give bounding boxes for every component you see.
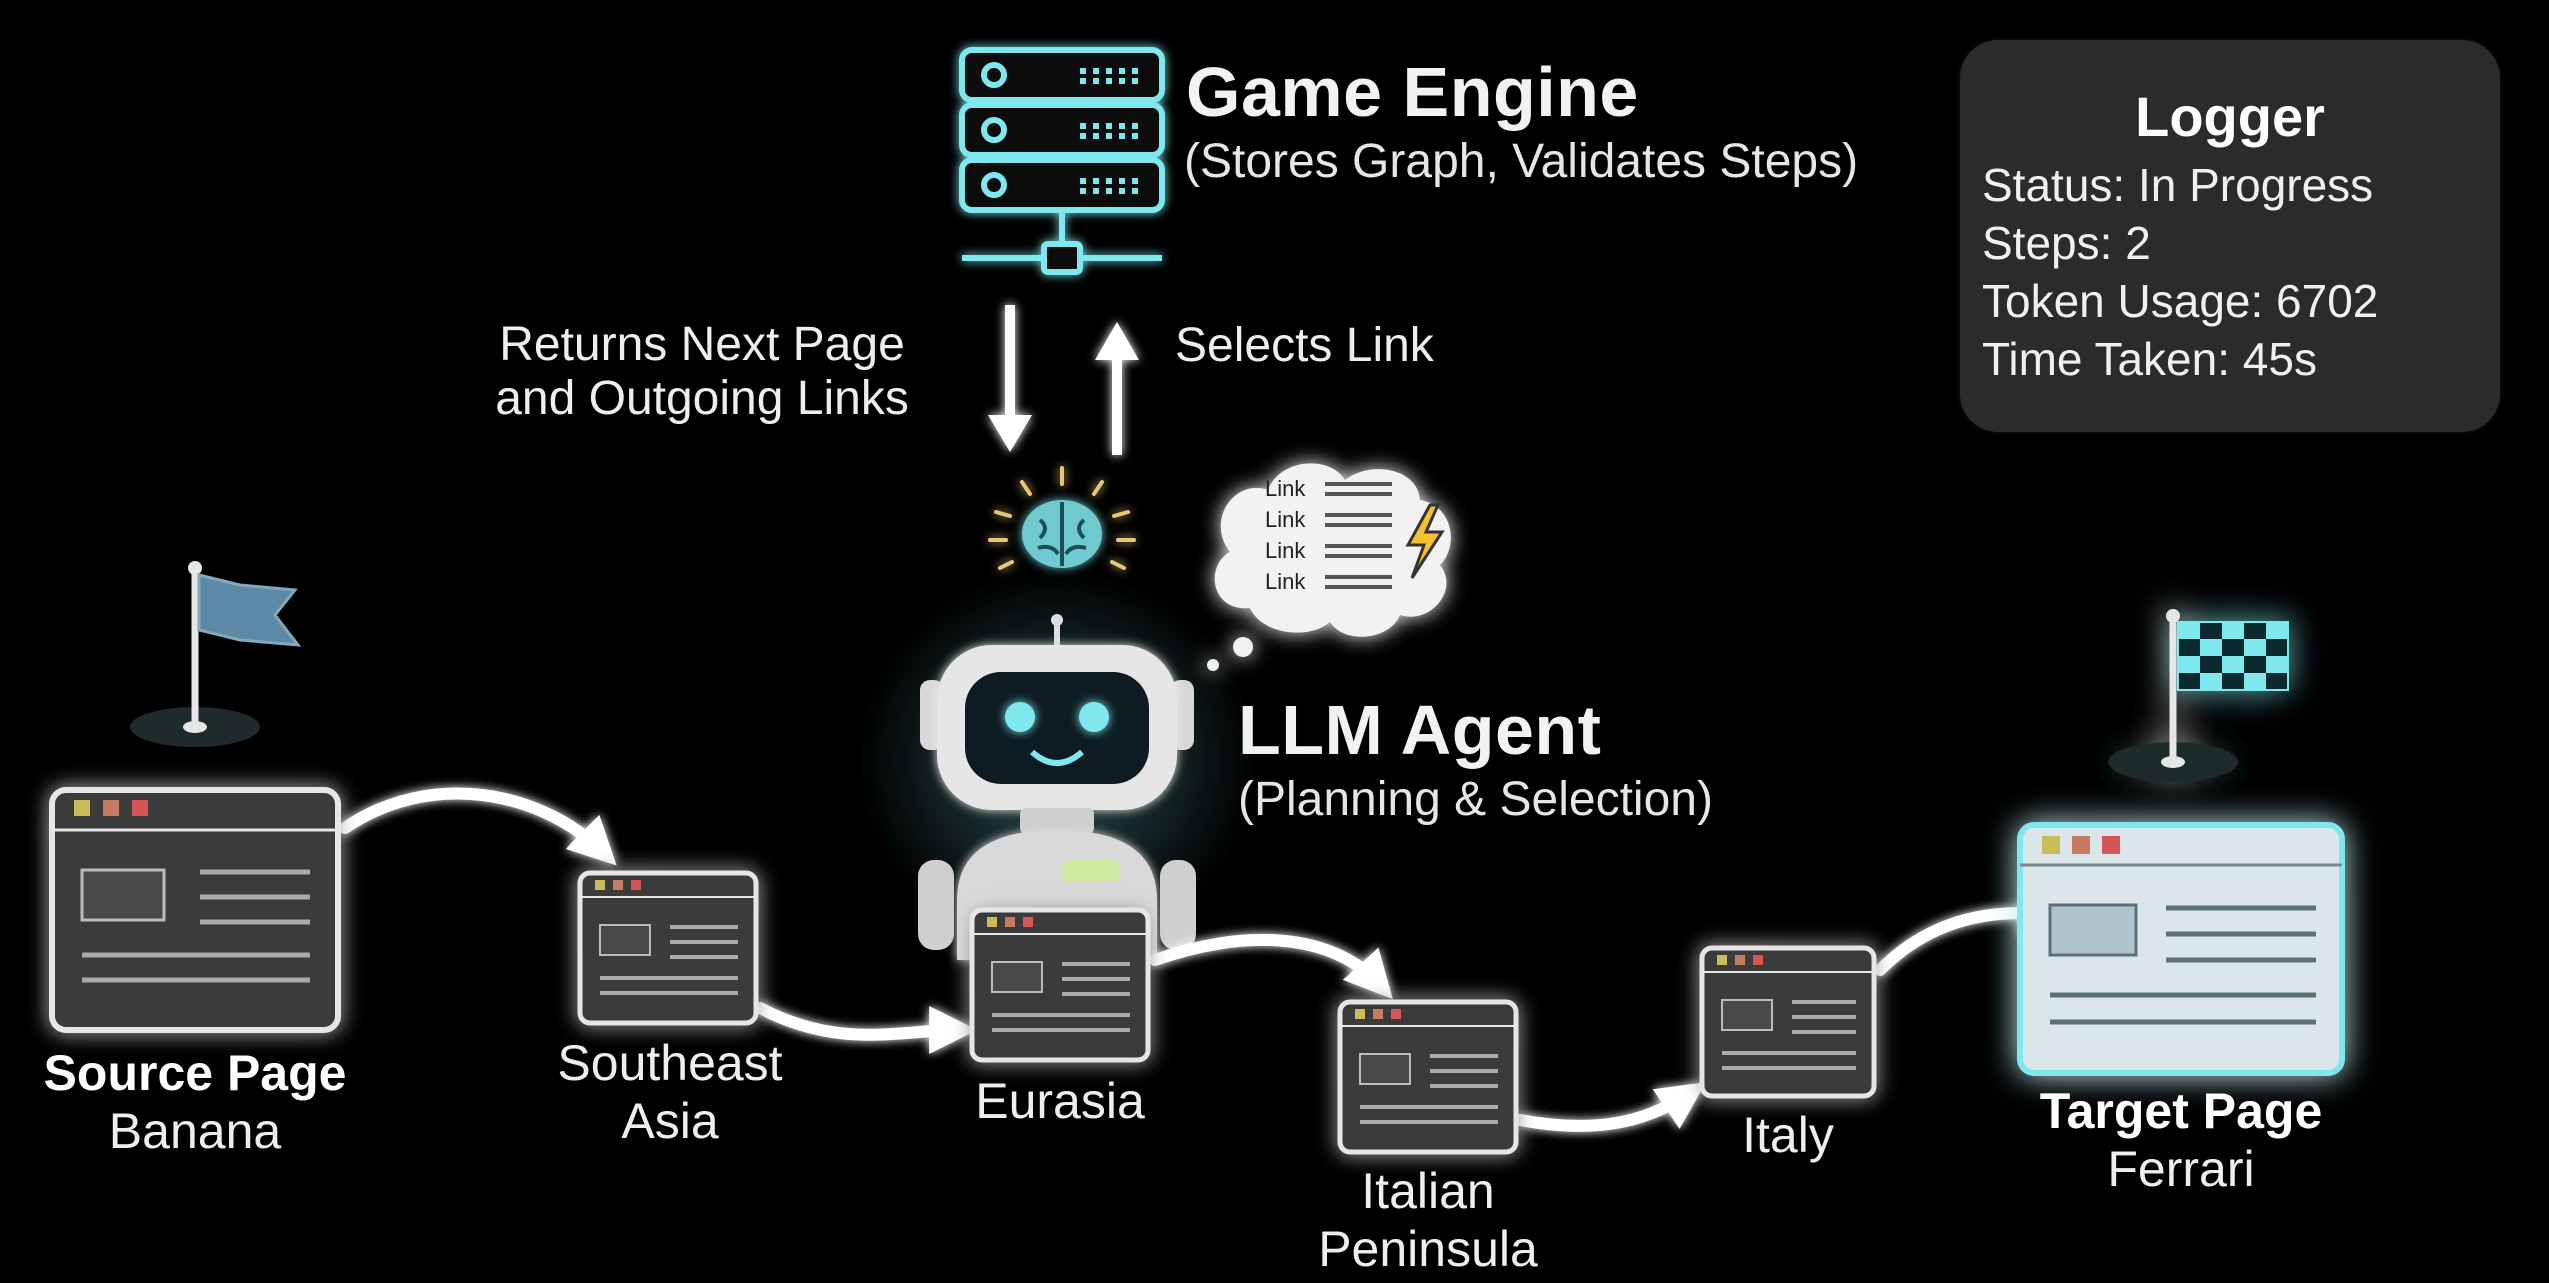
start-flag-icon bbox=[130, 561, 302, 747]
target-page-label: Target Page Ferrari bbox=[2006, 1082, 2356, 1198]
link-word-4: Link bbox=[1265, 569, 1306, 594]
italy-page-window bbox=[1699, 945, 1877, 1099]
brain-icon bbox=[988, 466, 1136, 570]
southeast-asia-line1: Southeast bbox=[557, 1035, 783, 1091]
arrow-italian-peninsula-to-italy bbox=[1514, 1082, 1706, 1132]
italy-line1: Italy bbox=[1742, 1107, 1834, 1163]
down-arrow bbox=[988, 305, 1032, 452]
italian-peninsula-line1: Italian bbox=[1361, 1163, 1495, 1219]
logger-status: Status: In Progress bbox=[1982, 159, 2374, 211]
target-page-heading: Target Page bbox=[2039, 1083, 2323, 1139]
up-arrow bbox=[1095, 322, 1139, 455]
lightning-icon bbox=[1405, 503, 1445, 579]
returns-label-line1: Returns Next Page bbox=[499, 318, 905, 371]
link-word-2: Link bbox=[1265, 507, 1306, 532]
target-page-window bbox=[2017, 822, 2345, 1076]
source-page-window bbox=[49, 787, 341, 1033]
arrow-southeast-asia-to-eurasia bbox=[754, 1002, 978, 1055]
selects-link-label: Selects Link bbox=[1175, 319, 1434, 372]
llm-agent-subtitle: (Planning & Selection) bbox=[1238, 773, 1713, 826]
robot-icon bbox=[857, 570, 1257, 960]
link-word-1: Link bbox=[1265, 476, 1306, 501]
source-page-name: Banana bbox=[108, 1103, 282, 1159]
eurasia-page-window bbox=[969, 907, 1151, 1063]
arrow-source-to-southeast-asia bbox=[339, 787, 617, 866]
finish-flag-icon bbox=[2108, 609, 2289, 782]
target-page-name: Ferrari bbox=[2107, 1141, 2255, 1197]
path-arrows bbox=[339, 787, 2070, 1132]
italian-peninsula-page-window bbox=[1337, 999, 1519, 1155]
eurasia-line1: Eurasia bbox=[975, 1073, 1145, 1129]
returns-label-line2: and Outgoing Links bbox=[495, 372, 909, 425]
eurasia-label: Eurasia bbox=[890, 1072, 1230, 1130]
llm-agent-title: LLM Agent bbox=[1238, 691, 1602, 769]
link-list: Link Link Link Link bbox=[1265, 476, 1445, 594]
southeast-asia-line2: Asia bbox=[621, 1093, 719, 1149]
logger-token-usage: Token Usage: 6702 bbox=[1982, 275, 2379, 327]
italian-peninsula-line2: Peninsula bbox=[1318, 1221, 1538, 1277]
returns-next-page-label: Returns Next Page and Outgoing Links bbox=[452, 318, 952, 426]
arrow-eurasia-to-italian-peninsula bbox=[1149, 933, 1393, 1000]
logger-steps: Steps: 2 bbox=[1982, 217, 2151, 269]
source-page-heading: Source Page bbox=[43, 1045, 347, 1101]
italian-peninsula-label: Italian Peninsula bbox=[1258, 1162, 1598, 1278]
game-engine-title: Game Engine bbox=[1186, 53, 1639, 131]
logger-time-taken: Time Taken: 45s bbox=[1982, 333, 2317, 385]
logger-title: Logger bbox=[2135, 85, 2325, 148]
southeast-asia-label: Southeast Asia bbox=[500, 1034, 840, 1150]
game-engine-subtitle: (Stores Graph, Validates Steps) bbox=[1184, 135, 1859, 188]
southeast-asia-page-window bbox=[577, 870, 759, 1026]
link-word-3: Link bbox=[1265, 538, 1306, 563]
server-icon bbox=[959, 47, 1165, 275]
italy-label: Italy bbox=[1618, 1106, 1958, 1164]
source-page-label: Source Page Banana bbox=[0, 1044, 390, 1160]
logger-panel: Logger Status: In Progress Steps: 2 Toke… bbox=[1960, 40, 2500, 432]
